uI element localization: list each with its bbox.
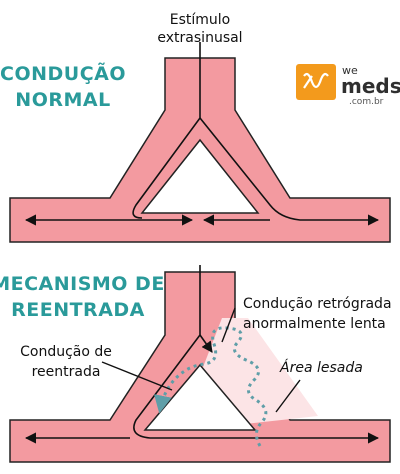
stimulus-label-line1: Estímulo — [170, 12, 230, 28]
logo-word-meds: meds — [341, 74, 400, 98]
lesion-label: Área lesada — [279, 359, 363, 376]
reentry-stimulus-path — [133, 265, 380, 444]
reentry-pointer-line — [101, 361, 173, 391]
lesion-area — [200, 318, 318, 425]
reentry-title-line2: REENTRADA — [11, 299, 145, 321]
stimulus-label-line2: extrasinusal — [157, 30, 242, 46]
reentry-title-line1: MECANISMO DE — [0, 273, 165, 295]
normal-conduction-section: Estímulo extrasinusal CONDUÇÃO NORMAL — [0, 12, 391, 243]
tissue-hole-lower — [143, 363, 257, 431]
wemeds-logo: we meds .com.br — [296, 64, 400, 107]
retrograde-dotted-path — [154, 326, 268, 447]
logo-word-we: we — [342, 64, 358, 77]
reentry-label-line2: reentrada — [32, 364, 101, 380]
stimulus-path — [132, 42, 201, 219]
reentry-label-line1: Condução de — [20, 344, 112, 360]
normal-title-line2: NORMAL — [15, 89, 110, 111]
logo-domain: .com.br — [349, 97, 384, 107]
normal-title-line1: CONDUÇÃO — [0, 61, 126, 85]
blocked-conduction-arrow — [199, 334, 213, 353]
tissue-hole — [140, 138, 260, 214]
logo-wave-icon — [303, 72, 329, 89]
retro-pointer-line — [221, 307, 236, 343]
retro-label-line2: anormalmente lenta — [243, 316, 386, 332]
stimulus-path-right — [199, 117, 380, 226]
reentry-section: MECANISMO DE REENTRADA Condução retrógra… — [0, 265, 392, 463]
retro-label-line1: Condução retrógrada — [243, 296, 392, 312]
logo-mark — [296, 64, 336, 100]
lesion-pointer-line — [275, 379, 301, 413]
